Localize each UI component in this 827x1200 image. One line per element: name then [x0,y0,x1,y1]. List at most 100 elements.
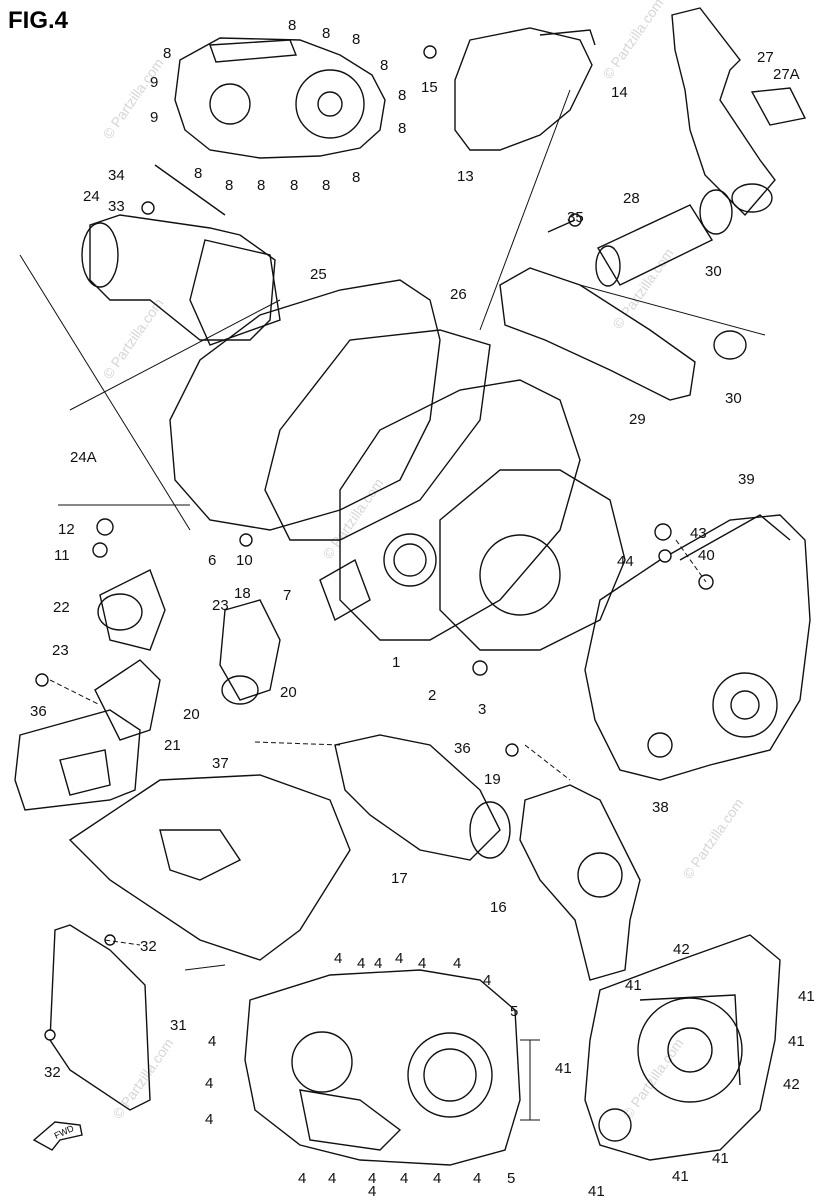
part-label: 20 [280,684,297,701]
part-label: 30 [725,390,742,407]
duct-29 [499,267,696,401]
part-label: 2 [428,687,436,704]
part-label: 40 [698,547,715,564]
part-label: 41 [555,1060,572,1077]
crankcase-cover-main [169,279,626,651]
part-label: 23 [212,597,229,614]
part-label: 8 [352,31,360,48]
part-label: 4 [433,1170,441,1187]
intake-duct-27 [671,7,807,217]
part-label: 4 [205,1111,213,1128]
part-label: 8 [322,25,330,42]
part-label: 12 [58,521,75,538]
part-label: 32 [44,1064,61,1081]
part-label: 42 [673,941,690,958]
part-label: 7 [283,587,291,604]
intake-24 [81,214,281,346]
part-label: 4 [334,950,342,967]
part-label: 39 [738,471,755,488]
duct-16 [519,784,641,981]
fwd-label: FWD [53,1123,76,1141]
part-label: 21 [164,737,181,754]
part-label: 33 [108,198,125,215]
watermark: © Partzilla.com [619,1035,686,1121]
watermark: © Partzilla.com [679,795,746,881]
part-label: 29 [629,411,646,428]
part-label: 15 [421,79,438,96]
part-label: 6 [208,552,216,569]
part-label: 4 [400,1170,408,1187]
part-label: 27 [757,49,774,66]
part-label: 41 [788,1033,805,1050]
part-label: 4 [368,1170,376,1187]
part-label: 8 [380,57,388,74]
part-label: 25 [310,266,327,283]
part-label: 8 [163,45,171,62]
clutch-outer-cover [174,37,386,159]
part-label: 28 [623,190,640,207]
part-label: 4 [473,1170,481,1187]
part-label: 20 [183,706,200,723]
part-label: 8 [225,177,233,194]
part-label: 23 [52,642,69,659]
part-label: 5 [510,1003,518,1020]
part-label: 31 [170,1017,187,1034]
part-label: 1 [392,654,400,671]
part-label: 41 [672,1168,689,1185]
duct-18 [219,599,281,705]
part-label: 4 [328,1170,336,1187]
duct-17 [334,734,511,861]
fwd-arrow-icon: FWD [32,1121,83,1151]
part-label: 10 [236,552,253,569]
gear-case-cover [244,969,521,1166]
part-label: 8 [288,17,296,34]
watermark: © Partzilla.com [99,55,166,141]
part-label: 38 [652,799,669,816]
part-label: 37 [212,755,229,772]
duct-21 [14,569,166,811]
part-label: 22 [53,599,70,616]
hose-28 [595,189,747,360]
part-label: 32 [140,938,157,955]
watermark: © Partzilla.com [99,295,166,381]
part-label: 11 [54,547,70,564]
part-label: 4 [205,1075,213,1092]
part-label: 30 [705,263,722,280]
part-label: 36 [30,703,47,720]
part-label: 8 [352,169,360,186]
part-label: 4 [298,1170,306,1187]
part-label: 8 [322,177,330,194]
plate-31 [49,924,151,1111]
part-label: 17 [391,870,408,887]
part-label: 8 [398,120,406,137]
part-label: 24A [70,449,97,466]
part-label: 14 [611,84,628,101]
fasteners [35,45,714,1041]
part-label: 4 [453,955,461,972]
part-label: 44 [617,553,634,570]
part-label: 35 [567,209,584,226]
outer-cover-13 [454,27,596,151]
part-label: 43 [690,525,707,542]
air-guide-37 [68,774,351,961]
part-label: 8 [398,87,406,104]
part-label: 4 [357,955,365,972]
figure-title: FIG.4 [8,7,69,34]
part-label: 41 [588,1183,605,1200]
part-label: 27A [773,66,800,83]
watermark: © Partzilla.com [319,475,386,561]
part-label: 19 [484,771,501,788]
part-label: 9 [150,109,158,126]
watermark: © Partzilla.com [109,1035,176,1121]
magneto-cover [584,934,781,1161]
part-label: 36 [454,740,471,757]
part-labels: 1 2 3 4 4 4 4 4 4 4 4 4 4 4 4 4 4 4 4 4 … [30,17,815,1200]
part-label: 18 [234,585,251,602]
part-label: 4 [208,1033,216,1050]
part-label: 4 [483,972,491,989]
part-label: 5 [507,1170,515,1187]
part-label: 4 [418,955,426,972]
part-label: 41 [625,977,642,994]
part-label: 3 [478,701,486,718]
part-label: 13 [457,168,474,185]
